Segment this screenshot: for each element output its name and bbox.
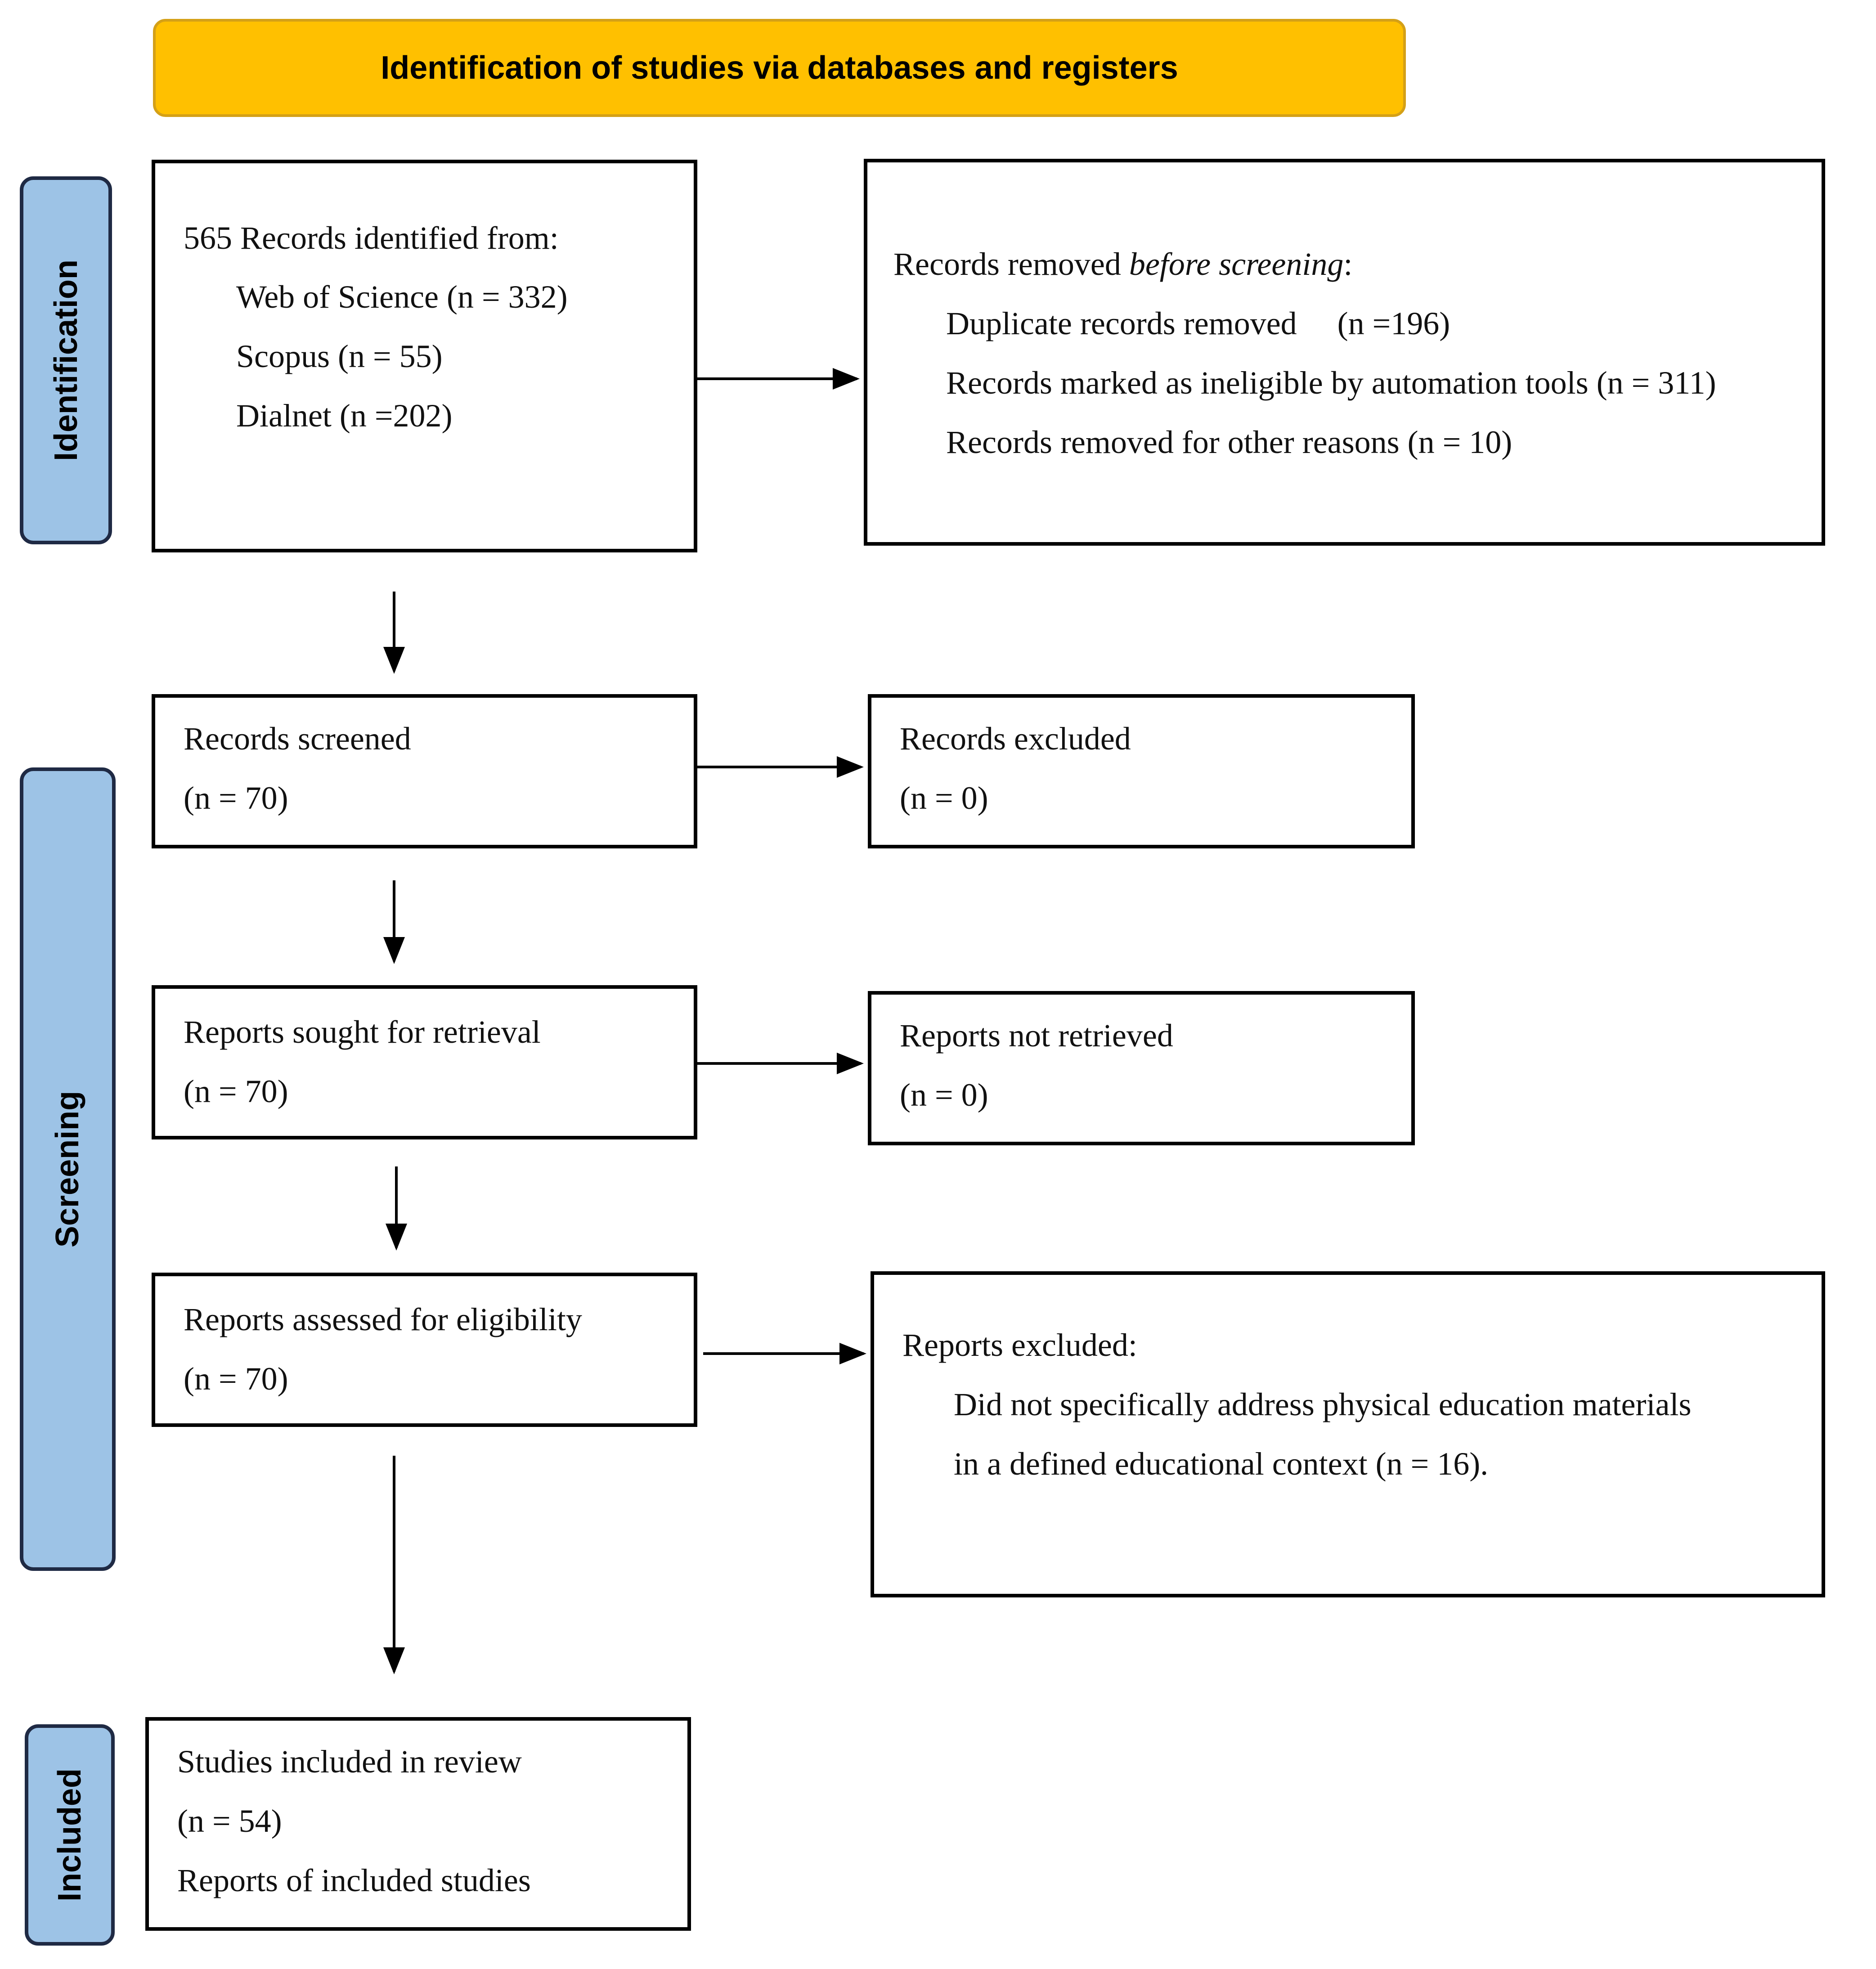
reports-sought-count: (n = 70) (184, 1073, 288, 1109)
reports-assessed-count: (n = 70) (184, 1361, 288, 1397)
source-dialnet: Dialnet (n =202) (236, 398, 453, 434)
records-excluded-count: (n = 0) (900, 780, 988, 816)
reports-not-retrieved-label: Reports not retrieved (900, 1018, 1173, 1054)
reports-assessed-label: Reports assessed for eligibility (184, 1301, 582, 1337)
reports-excluded-box: Reports excluded: Did not specifically a… (871, 1271, 1825, 1597)
diagram-header: Identification of studies via databases … (153, 19, 1406, 117)
reports-excluded-reason-line1: Did not specifically address physical ed… (954, 1386, 1692, 1422)
phase-label-included: Included (25, 1724, 115, 1946)
records-identified-box: 565 Records identified from: Web of Scie… (152, 160, 697, 552)
records-marked-ineligible: Records marked as ineligible by automati… (946, 365, 1716, 401)
reports-not-retrieved-count: (n = 0) (900, 1077, 988, 1113)
records-removed-title: Records removed before screening: (893, 246, 1353, 282)
reports-excluded-reason-line2: in a defined educational context (n = 16… (954, 1446, 1489, 1482)
reports-sought-label: Reports sought for retrieval (184, 1014, 541, 1050)
source-web-of-science: Web of Science (n = 332) (236, 279, 568, 315)
reports-excluded-label: Reports excluded: (902, 1327, 1137, 1363)
reports-sought-box: Reports sought for retrieval (n = 70) (152, 985, 697, 1139)
duplicate-records-removed: Duplicate records removed (n =196) (946, 305, 1450, 341)
records-excluded-label: Records excluded (900, 721, 1131, 757)
reports-not-retrieved-box: Reports not retrieved (n = 0) (868, 991, 1415, 1145)
records-removed-box: Records removed before screening: Duplic… (864, 159, 1825, 546)
studies-included-count: (n = 54) (177, 1803, 282, 1839)
records-excluded-box: Records excluded (n = 0) (868, 694, 1415, 848)
reports-of-included-studies: Reports of included studies (177, 1862, 531, 1898)
source-scopus: Scopus (n = 55) (236, 338, 443, 374)
records-screened-count: (n = 70) (184, 780, 288, 816)
studies-included-label: Studies included in review (177, 1744, 522, 1780)
records-screened-box: Records screened (n = 70) (152, 694, 697, 848)
records-identified-title: 565 Records identified from: (184, 220, 559, 256)
phase-label-identification: Identification (20, 176, 112, 544)
header-title: Identification of studies via databases … (381, 50, 1178, 86)
records-screened-label: Records screened (184, 721, 411, 757)
studies-included-box: Studies included in review (n = 54) Repo… (145, 1717, 691, 1931)
phase-label-screening: Screening (20, 767, 116, 1571)
records-removed-other: Records removed for other reasons (n = 1… (946, 424, 1512, 460)
reports-assessed-box: Reports assessed for eligibility (n = 70… (152, 1273, 697, 1427)
